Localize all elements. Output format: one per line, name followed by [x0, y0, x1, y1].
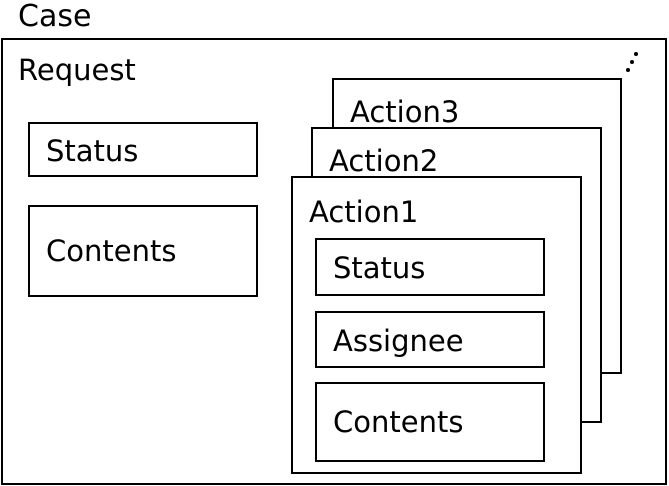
action3-label: Action3: [350, 95, 460, 129]
request-status-box: Status: [28, 122, 258, 177]
action1-status-label: Status: [333, 251, 426, 285]
action1-contents-box: Contents: [315, 382, 545, 462]
action1-assignee-label: Assignee: [333, 324, 464, 358]
action1-label: Action1: [309, 195, 419, 229]
request-status-label: Status: [46, 134, 139, 168]
action1-assignee-box: Assignee: [315, 311, 545, 368]
request-contents-label: Contents: [46, 234, 177, 268]
action1-contents-label: Contents: [333, 405, 464, 439]
request-label: Request: [18, 53, 136, 87]
action1-status-box: Status: [315, 238, 545, 296]
case-label: Case: [18, 0, 92, 34]
action1-box: Action1 Status Assignee Contents: [291, 176, 582, 474]
more-actions-ellipsis-icon: [624, 52, 640, 74]
request-contents-box: Contents: [28, 205, 258, 297]
action2-label: Action2: [329, 144, 439, 178]
